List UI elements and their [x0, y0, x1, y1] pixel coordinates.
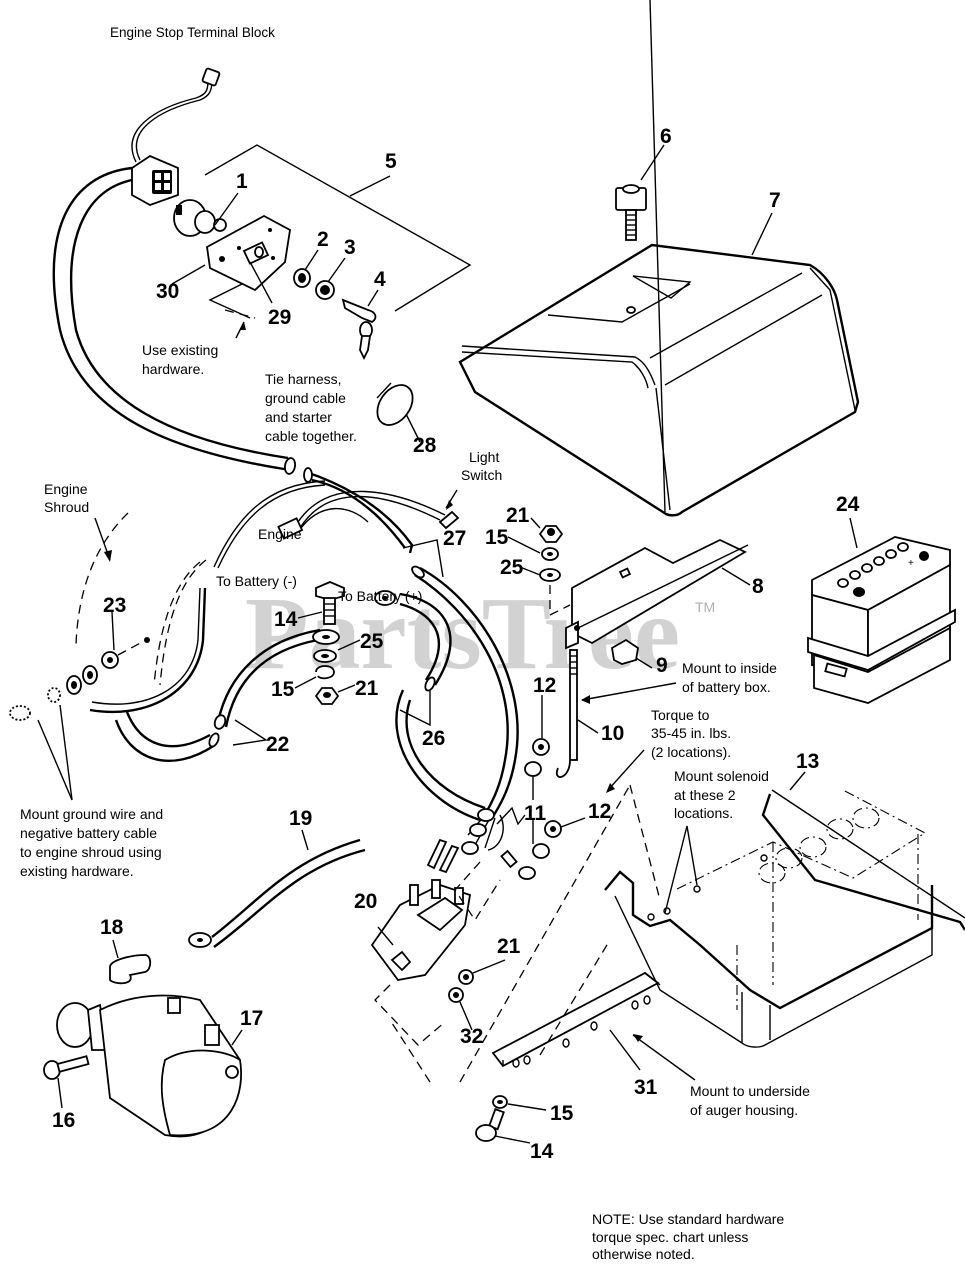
existing-bolt	[9, 705, 31, 721]
callout-20: 20	[354, 890, 377, 913]
callout-15b: 15	[485, 526, 509, 549]
callout-21c: 21	[497, 935, 521, 958]
callout-15a: 15	[271, 678, 295, 701]
callout-1: 1	[236, 170, 248, 193]
mounting-plate[interactable]	[206, 214, 291, 292]
harness-cable	[52, 166, 291, 472]
note-torque: Torque to 35-45 in. lbs. (2 locations).	[651, 707, 735, 760]
nut-3[interactable]	[315, 280, 335, 300]
callout-19: 19	[289, 807, 312, 830]
cage-nut[interactable]	[611, 638, 639, 665]
callout-14a: 14	[274, 608, 298, 631]
note-to-battery-neg: To Battery (-)	[216, 573, 297, 589]
battery[interactable]: +	[807, 536, 956, 704]
callout-25a: 25	[500, 556, 524, 579]
wire-harness	[213, 467, 460, 569]
callout-10: 10	[601, 722, 624, 745]
battery-box-cover[interactable]	[458, 0, 860, 517]
bracket-bolt[interactable]	[475, 1095, 508, 1142]
callout-6: 6	[660, 125, 672, 148]
harness-terminals	[426, 806, 536, 880]
callout-4: 4	[374, 268, 386, 291]
callout-29: 29	[268, 306, 291, 329]
footer-note: NOTE: Use standard hardware torque spec.…	[592, 1211, 788, 1262]
callout-bracket-5	[204, 144, 472, 312]
callout-5: 5	[385, 150, 397, 173]
note-mount-ground-wire: Mount ground wire and negative battery c…	[20, 806, 167, 879]
callout-13: 13	[796, 750, 819, 773]
watermark-trademark: TM	[695, 599, 715, 615]
callout-23: 23	[103, 594, 126, 617]
hardware-11-12[interactable]	[524, 738, 562, 859]
existing-hardware-screw	[224, 309, 256, 319]
callout-24: 24	[836, 493, 860, 516]
callout-3: 3	[344, 236, 356, 259]
j-bolt-rod[interactable]	[555, 649, 578, 778]
diagram-title: Engine Stop Terminal Block	[110, 25, 275, 40]
callout-21b: 21	[355, 677, 379, 700]
existing-washer	[47, 687, 61, 703]
callout-30: 30	[156, 280, 179, 303]
note-to-battery-pos: To Battery (+)	[338, 588, 422, 604]
callout-8: 8	[752, 575, 764, 598]
callout-11: 11	[524, 802, 547, 825]
callout-17: 17	[240, 1007, 263, 1030]
starter-bolt[interactable]	[43, 1055, 90, 1080]
callout-12a: 12	[533, 674, 556, 697]
callout-27: 27	[443, 527, 466, 550]
terminal-boot[interactable]	[109, 954, 152, 985]
callout-18: 18	[100, 916, 124, 939]
engine-stop-terminal-block[interactable]	[131, 67, 221, 206]
callout-25b: 25	[360, 630, 384, 653]
positive-battery-cable[interactable]	[374, 590, 486, 822]
note-use-existing-hardware: Use existing hardware.	[142, 342, 222, 377]
note-mount-underside: Mount to underside of auger housing.	[690, 1083, 814, 1118]
solenoid-bracket[interactable]	[491, 971, 661, 1068]
battery-outline-dashed	[676, 789, 927, 1010]
washer-2[interactable]	[293, 268, 311, 288]
engine-shroud-outline	[75, 512, 129, 646]
callout-9: 9	[656, 654, 668, 677]
callout-31: 31	[634, 1076, 658, 1099]
battery-hold-down-bracket[interactable]	[565, 538, 749, 650]
note-mount-inside-battery-box: Mount to inside of battery box.	[682, 660, 781, 695]
cable-tie[interactable]	[370, 378, 420, 431]
note-tie-harness: Tie harness, ground cable and starter ca…	[265, 371, 357, 444]
star-washer[interactable]	[101, 651, 119, 669]
note-light-switch: Light Switch	[461, 449, 503, 483]
battery-neg-hardware[interactable]	[312, 581, 345, 705]
svg-text:+: +	[908, 558, 914, 569]
knob-screw[interactable]	[615, 184, 647, 241]
starter-cable[interactable]	[410, 564, 519, 816]
callout-32: 32	[460, 1025, 483, 1048]
callout-22: 22	[266, 733, 289, 756]
solenoid-hardware[interactable]	[448, 969, 474, 1003]
keys[interactable]	[341, 298, 377, 361]
starter-cable-19[interactable]	[188, 838, 366, 948]
solenoid[interactable]	[370, 879, 472, 981]
ground-cable[interactable]	[89, 587, 321, 762]
note-engine-shroud: Engine Shroud	[44, 481, 91, 515]
callout-21a: 21	[506, 504, 530, 527]
note-mount-solenoid: Mount solenoid at these 2 locations.	[674, 768, 773, 821]
starter-motor[interactable]	[56, 994, 242, 1138]
key-switch[interactable]	[173, 199, 227, 237]
leader-5	[349, 175, 391, 197]
callout-28: 28	[413, 434, 437, 457]
bracket-hardware[interactable]	[538, 525, 564, 582]
callout-labels: 1 2 3 4 5 6 7 8 9 10 11 12 12 13 14 14 1…	[52, 125, 860, 1163]
callout-2: 2	[317, 228, 329, 251]
callout-26: 26	[422, 727, 445, 750]
callout-16: 16	[52, 1109, 75, 1132]
battery-box[interactable]	[604, 789, 965, 1048]
callout-14b: 14	[530, 1140, 554, 1163]
callout-7: 7	[769, 189, 781, 212]
annotations: Use existing hardware. Tie harness, grou…	[20, 342, 814, 1262]
note-engine: Engine	[258, 526, 302, 542]
callout-12b: 12	[588, 800, 611, 823]
key-switch-assembly	[52, 67, 472, 475]
callout-15c: 15	[550, 1102, 574, 1125]
